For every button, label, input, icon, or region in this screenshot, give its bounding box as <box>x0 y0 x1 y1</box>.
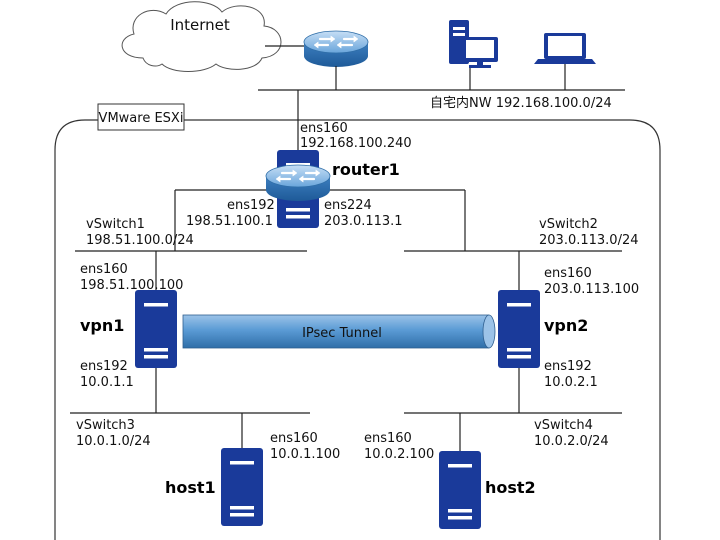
esxi-label-box: VMware ESXi <box>97 103 185 131</box>
vswitch2-name: vSwitch2 <box>539 217 598 232</box>
vswitch3-subnet: 10.0.1.0/24 <box>76 434 151 449</box>
router-icon <box>264 163 332 203</box>
router1-name: router1 <box>332 160 400 179</box>
vpn2-ens192-name: ens192 <box>544 359 592 374</box>
cloud-icon <box>121 1 282 72</box>
vpn2-ens160-ip: 203.0.113.100 <box>544 282 639 297</box>
esxi-label: VMware ESXi <box>99 111 184 126</box>
router1-ens192-ip: 198.51.100.1 <box>186 214 273 229</box>
vpn2-name: vpn2 <box>544 316 588 335</box>
router1-ens224-ip: 203.0.113.1 <box>324 214 403 229</box>
vpn1-ens160-ip: 198.51.100.100 <box>80 278 183 293</box>
tunnel-label: IPsec Tunnel <box>302 326 382 341</box>
router1 <box>264 150 332 228</box>
vswitch1-name: vSwitch1 <box>86 217 145 232</box>
vswitch3-name: vSwitch3 <box>76 418 135 433</box>
desktop-pc-icon <box>449 20 498 68</box>
vswitch2-subnet: 203.0.113.0/24 <box>539 233 639 248</box>
vpn1-ens192-ip: 10.0.1.1 <box>80 375 134 390</box>
vpn1-ens192-name: ens192 <box>80 359 128 374</box>
home-network-label: 自宅内NW 192.168.100.0/24 <box>430 95 612 111</box>
router1-ens224-name: ens224 <box>324 198 372 213</box>
router1-ens160-ip: 192.168.100.240 <box>300 136 412 151</box>
host2-name: host2 <box>485 478 536 497</box>
host1-ens160-ip: 10.0.1.100 <box>270 447 340 462</box>
host1-server <box>221 448 263 526</box>
host1-ens160-name: ens160 <box>270 431 318 446</box>
vpn2-ens160-name: ens160 <box>544 266 592 281</box>
vpn1-server <box>135 290 177 368</box>
host1-name: host1 <box>165 478 216 497</box>
vpn1-ens160-name: ens160 <box>80 262 128 277</box>
router1-ens192-name: ens192 <box>227 198 275 213</box>
vpn2-server <box>498 290 540 368</box>
laptop-icon <box>534 33 596 64</box>
internet-label: Internet <box>170 16 230 34</box>
vpn1-name: vpn1 <box>80 316 124 335</box>
host2-ens160-name: ens160 <box>364 431 412 446</box>
router1-ens160-name: ens160 <box>300 121 348 136</box>
esxi-boundary <box>54 119 661 540</box>
vswitch4-name: vSwitch4 <box>534 418 593 433</box>
host2-ens160-ip: 10.0.2.100 <box>364 447 434 462</box>
vswitch1-subnet: 198.51.100.0/24 <box>86 233 194 248</box>
internet-cloud: Internet <box>121 1 282 72</box>
host2-server <box>439 451 481 529</box>
ipsec-tunnel: IPsec Tunnel <box>182 314 496 349</box>
vswitch4-subnet: 10.0.2.0/24 <box>534 434 609 449</box>
vpn2-ens192-ip: 10.0.2.1 <box>544 375 598 390</box>
router-icon <box>302 29 370 69</box>
